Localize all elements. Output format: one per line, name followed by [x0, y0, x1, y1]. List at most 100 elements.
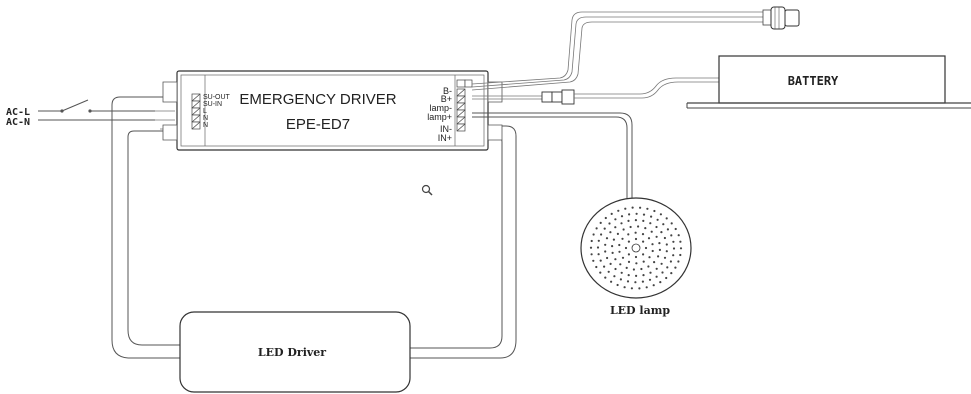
terminal-n: N: [203, 115, 208, 122]
lamp-led-dot: [597, 239, 600, 242]
lamp-led-dot: [657, 255, 660, 258]
lamp-led-dot: [613, 275, 616, 278]
lamp-led-dot: [617, 209, 620, 212]
driver-model: EPE-ED7: [286, 116, 350, 133]
lamp-led-dot: [653, 261, 656, 264]
led-driver-label: LED Driver: [258, 346, 326, 359]
lamp-led-dot: [638, 287, 641, 290]
lamp-led-dot: [624, 207, 627, 210]
terminal-in-minus: IN-: [440, 124, 452, 134]
lamp-cable: [472, 112, 633, 230]
lamp-led-dot: [655, 275, 658, 278]
lamp-led-dot: [604, 250, 607, 253]
terminal-in-plus: IN+: [438, 133, 452, 143]
led-driver: [179, 311, 411, 393]
lamp-led-dot: [659, 213, 663, 216]
right-loop-wire: [410, 125, 517, 359]
lamp-led-dot: [679, 247, 683, 250]
test-switch-cable: [471, 11, 763, 91]
lamp-led-dot: [629, 225, 632, 229]
terminal-b-plus: B+: [441, 94, 452, 104]
lamp-led-dot: [604, 243, 607, 246]
lamp-led-dot: [642, 253, 645, 256]
driver-title: EMERGENCY DRIVER: [239, 91, 396, 108]
lamp-led-dot: [631, 206, 634, 209]
lamp-led-dot: [658, 242, 661, 245]
lamp-led-dot: [644, 227, 647, 230]
lamp-led-dot: [625, 266, 628, 269]
terminal-lamp-plus: lamp+: [427, 112, 452, 122]
lamp-led-dot: [604, 276, 607, 279]
lamp-led-dot: [611, 245, 614, 248]
lamp-led-dot: [640, 267, 643, 271]
lamp-led-dot: [658, 248, 662, 251]
lamp-led-dot: [612, 238, 616, 241]
battery: [686, 55, 971, 109]
ac-n-label: AC-N: [6, 117, 30, 128]
lamp-led-dot: [628, 213, 631, 216]
lamp-led-dot: [596, 246, 600, 249]
lamp-led-dot: [597, 253, 600, 256]
terminal-b-minus: B-: [443, 86, 452, 96]
lamp-led-dot: [614, 258, 617, 261]
left-loop-wire: [111, 96, 180, 359]
lamp-led-dot: [679, 253, 682, 257]
lamp-led-dot: [619, 263, 622, 266]
ac-input-wires: [38, 99, 175, 130]
lamp-led-dot: [650, 230, 653, 233]
lamp-led-dot: [627, 274, 630, 277]
lamp-led-dot: [610, 280, 613, 283]
lamp-led-dot: [621, 256, 625, 259]
ac-l-label: AC-L: [6, 107, 30, 118]
lamp-led-dot: [653, 209, 656, 213]
lamp-led-dot: [666, 228, 670, 231]
lamp-led-dot: [592, 233, 595, 236]
lamp-led-dot: [611, 251, 614, 254]
terminal-su-out: SU-OUT: [203, 94, 231, 101]
lamp-led-dot: [635, 274, 638, 277]
emergency-driver: [162, 70, 503, 151]
lamp-led-dot: [674, 227, 677, 231]
terminal-lamp-minus: lamp-: [429, 103, 452, 113]
lamp-led-dot: [670, 222, 673, 225]
lamp-led-dot: [646, 207, 649, 210]
lamp-led-dot: [666, 266, 669, 269]
lamp-led-dot: [616, 232, 620, 235]
lamp-led-dot: [679, 240, 682, 243]
lamp-led-dot: [603, 227, 606, 230]
lamp-led-dot: [604, 216, 607, 220]
lamp-led-dot: [674, 266, 677, 269]
lamp-led-dot: [635, 212, 638, 215]
lamp-led-dot: [677, 260, 680, 263]
lamp-led-dot: [647, 237, 651, 240]
lamp-led-dot: [642, 240, 645, 243]
lamp-led-dot: [592, 259, 595, 262]
lamp-led-dot: [610, 212, 613, 215]
terminal-l: L: [203, 108, 207, 115]
lamp-led-dot: [649, 271, 652, 274]
right-loop-wire-inner: [410, 135, 503, 349]
lamp-led-dot: [595, 227, 598, 230]
lamp-led-dot: [622, 228, 625, 231]
lamp-led-dot: [641, 233, 645, 236]
lamp-led-dot: [605, 237, 609, 240]
lamp-led-dot: [618, 250, 621, 253]
led-lamp: [580, 197, 692, 299]
lamp-led-dot: [648, 256, 651, 259]
lamp-led-dot: [635, 262, 638, 265]
lamp-led-dot: [599, 221, 602, 224]
lamp-led-dot: [627, 233, 630, 236]
lamp-led-dot: [660, 231, 663, 234]
lamp-led-dot: [630, 287, 634, 290]
lamp-led-dot: [648, 278, 652, 281]
lamp-led-dot: [652, 284, 655, 287]
lamp-led-dot: [677, 234, 680, 237]
magnifier-icon: [421, 184, 433, 196]
lamp-led-dot: [639, 206, 642, 209]
test-switch-icon: [762, 6, 800, 30]
lamp-led-dot: [627, 240, 631, 243]
led-lamp-label: LED lamp: [610, 304, 670, 317]
lamp-led-dot: [614, 218, 617, 221]
lamp-led-dot: [655, 267, 658, 270]
